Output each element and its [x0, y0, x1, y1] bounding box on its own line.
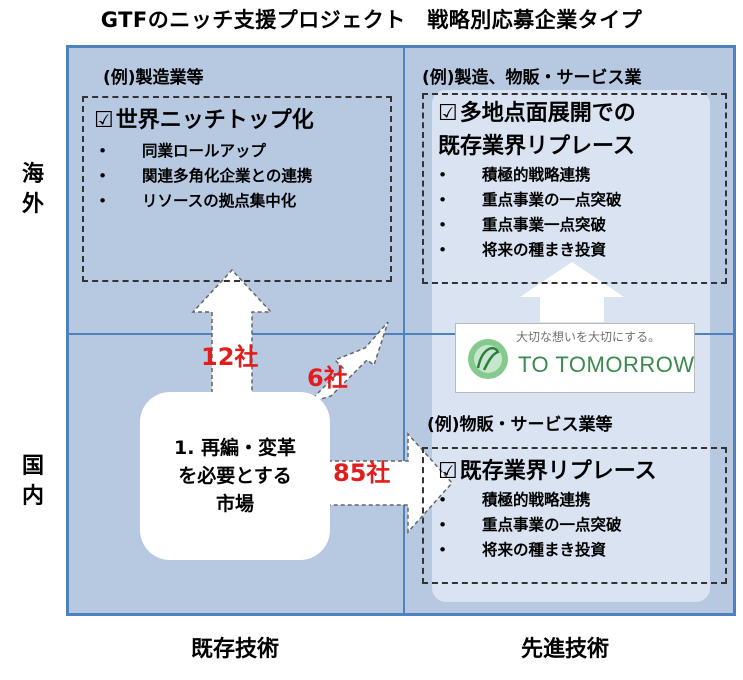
list-item: 将来の種まき投資	[424, 238, 725, 263]
diagonal-arrow	[307, 321, 389, 404]
horizontal-divider	[66, 333, 736, 335]
list-item: リソースの拠点集中化	[84, 189, 390, 214]
list-item: 積極的戦略連携	[424, 163, 725, 188]
advanced-up-arrow	[520, 262, 624, 322]
list-item: 重点事業の一点突破	[424, 188, 725, 213]
top-left-example-label: (例)製造業等	[103, 68, 204, 88]
checkbox-icon: ☑	[438, 101, 458, 126]
top-right-example-label: (例)製造、物販・サービス業	[422, 68, 642, 88]
list-item: 将来の種まき投資	[424, 538, 725, 563]
logo-mark-icon	[468, 339, 508, 379]
axis-label-existing-tech: 既存技術	[191, 637, 280, 662]
top-left-heading: ☑世界ニッチトップ化	[94, 108, 314, 133]
list-item: 重点事業一点突破	[424, 213, 725, 238]
market-line3: 市場	[215, 493, 254, 515]
market-line2: を必要とする	[178, 465, 292, 487]
to-tomorrow-logo: 大切な想いを大切にする。 TO TOMORROW	[455, 323, 695, 393]
list-item: 重点事業の一点突破	[424, 513, 725, 538]
top-left-strategy-box: ☑世界ニッチトップ化 同業ロールアップ 関連多角化企業との連携 リソースの拠点集…	[82, 96, 392, 282]
axis-label-advanced-tech: 先進技術	[521, 637, 610, 662]
up-arrow	[191, 268, 273, 394]
list-item: 積極的戦略連携	[424, 488, 725, 513]
count-right: 85社	[333, 459, 391, 487]
market-line1: 1. 再編・変革	[173, 437, 297, 459]
top-right-strategy-box: ☑多地点面展開での 既存業界リプレース 積極的戦略連携 重点事業の一点突破 重点…	[422, 93, 727, 284]
bottom-right-example-label: (例)物販・サービス業等	[427, 415, 613, 435]
vertical-divider	[403, 45, 405, 616]
list-item: 同業ロールアップ	[84, 139, 390, 164]
checkbox-icon: ☑	[438, 459, 458, 484]
axis-label-overseas: 海外	[21, 162, 44, 217]
market-box: 1. 再編・変革 を必要とする 市場	[140, 392, 330, 560]
top-left-items: 同業ロールアップ 関連多角化企業との連携 リソースの拠点集中化	[84, 139, 390, 214]
checkbox-icon: ☑	[94, 108, 114, 133]
logo-tagline: 大切な想いを大切にする。	[516, 330, 661, 344]
bottom-right-heading: ☑既存業界リプレース	[438, 459, 657, 484]
count-diagonal: 6社	[307, 364, 348, 392]
axis-label-domestic: 国内	[21, 454, 44, 509]
logo-name: TO TOMORROW	[518, 352, 695, 377]
list-item: 関連多角化企業との連携	[84, 164, 390, 189]
page-title: GTFのニッチ支援プロジェクト 戦略別応募企業タイプ	[100, 8, 643, 32]
bottom-right-items: 積極的戦略連携 重点事業の一点突破 将来の種まき投資	[424, 488, 725, 563]
top-right-heading-line1: ☑多地点面展開での	[438, 101, 636, 126]
top-right-items: 積極的戦略連携 重点事業の一点突破 重点事業一点突破 将来の種まき投資	[424, 163, 725, 263]
count-up: 12社	[201, 343, 259, 371]
top-right-heading-line2: 既存業界リプレース	[438, 134, 635, 159]
bottom-right-strategy-box: ☑既存業界リプレース 積極的戦略連携 重点事業の一点突破 将来の種まき投資	[422, 447, 727, 584]
